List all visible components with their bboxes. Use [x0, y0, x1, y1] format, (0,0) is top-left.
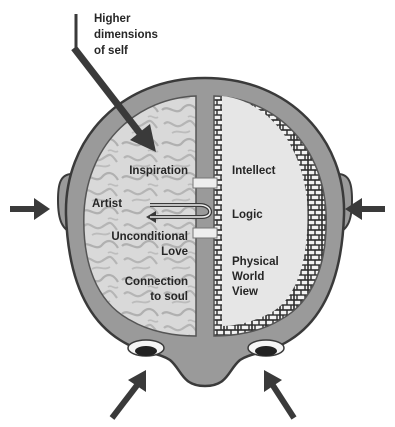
label-unconditional-line-1: Unconditional	[111, 231, 188, 243]
right-eye	[255, 346, 277, 356]
callout-line-2: dimensions	[94, 29, 158, 41]
label-artist: Artist	[92, 198, 122, 210]
label-connection-line-2: to soul	[150, 291, 188, 303]
arrow-bottom-right	[264, 370, 294, 418]
midline-bridge-top	[193, 178, 217, 188]
callout-line-3: of self	[94, 45, 128, 57]
label-unconditional-line-2: Love	[161, 246, 188, 258]
label-physical-line-2: World	[232, 271, 264, 283]
arrow-bottom-left	[112, 370, 146, 418]
label-connection-line-1: Connection	[125, 276, 188, 288]
label-inspiration: Inspiration	[129, 165, 188, 177]
label-physical-line-1: Physical	[232, 256, 279, 268]
arrow-left-side	[10, 198, 50, 220]
label-logic: Logic	[232, 209, 263, 221]
callout-line-1: Higher	[94, 13, 131, 25]
label-physical-line-3: View	[232, 286, 258, 298]
label-intellect: Intellect	[232, 165, 276, 177]
midline-bridge-bottom	[193, 228, 217, 238]
left-eye	[135, 346, 157, 356]
